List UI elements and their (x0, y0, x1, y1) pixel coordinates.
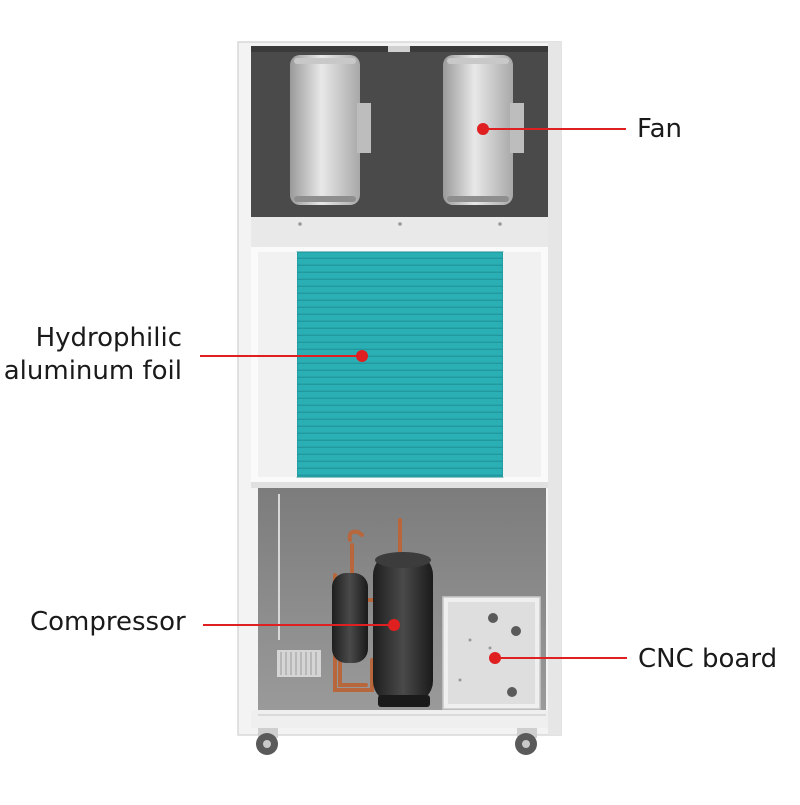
fan-left (290, 55, 371, 205)
compressor-label: Compressor (30, 607, 186, 637)
hydrophilic-coil (297, 252, 503, 477)
wheel-right (515, 728, 537, 755)
hydrophilic-foil-label: Hydrophilic aluminum foil (4, 322, 182, 387)
accumulator (332, 573, 368, 663)
vent-grille (277, 650, 321, 677)
cnc-board-label: CNC board (638, 644, 778, 674)
cabinet-side-strip (548, 42, 561, 735)
foil-label-line2: aluminum foil (3, 355, 182, 386)
callout-foil (200, 350, 368, 362)
callout-fan (477, 123, 626, 135)
foil-label-line1: Hydrophilic (35, 323, 182, 353)
compressor-body (373, 553, 433, 703)
cnc-board-box (442, 596, 541, 710)
callout-compressor (203, 619, 400, 631)
wheel-left (256, 728, 278, 755)
callout-cnc (489, 652, 627, 664)
fan-label: Fan (637, 114, 682, 144)
